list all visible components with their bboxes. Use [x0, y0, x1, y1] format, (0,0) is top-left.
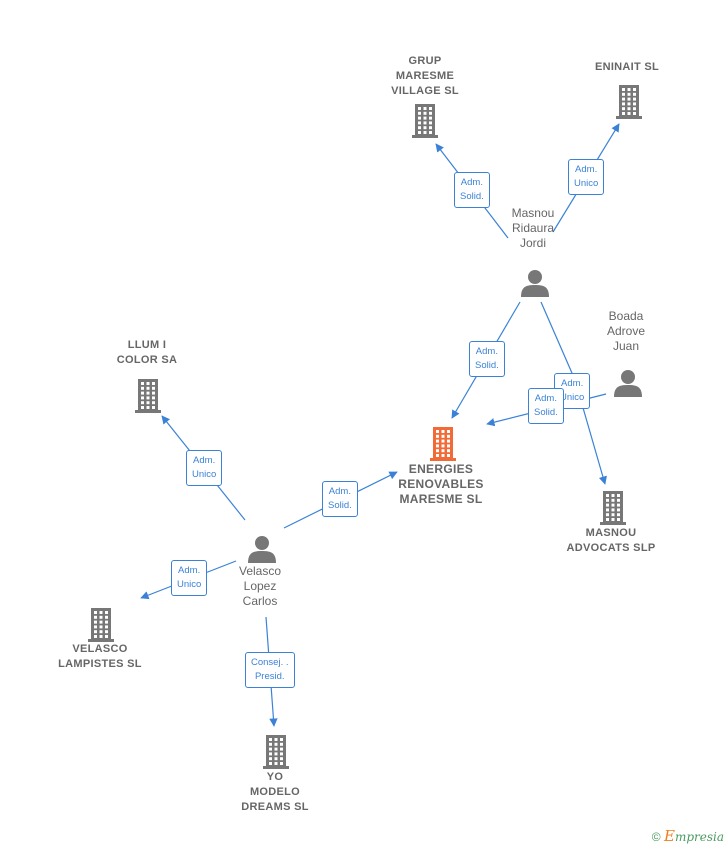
building-icon[interactable] [412, 104, 438, 138]
brand-initial: E [663, 827, 675, 845]
edge-label-boada-to-energies[interactable]: Adm. Solid. [528, 388, 564, 424]
edge-label-velasco_carlos-to-energies[interactable]: Adm. Solid. [322, 481, 358, 517]
node-label-energies[interactable]: ENERGIES RENOVABLES MARESME SL [398, 462, 484, 506]
edge-label-velasco_carlos-to-llum[interactable]: Adm. Unico [186, 450, 223, 486]
building-icon[interactable] [135, 379, 161, 413]
main-company-building-icon[interactable] [430, 427, 456, 461]
copyright-symbol: © [651, 830, 661, 844]
node-label-yo-modelo[interactable]: YO MODELO DREAMS SL [241, 771, 309, 813]
edge-label-masnou_jordi-to-eninait[interactable]: Adm. Unico [568, 159, 605, 195]
building-icon[interactable] [263, 735, 289, 769]
person-icon[interactable] [614, 370, 642, 397]
edge-label-masnou_jordi-to-energies[interactable]: Adm. Solid. [469, 341, 505, 377]
building-icon[interactable] [616, 85, 642, 119]
person-icon[interactable] [248, 536, 276, 563]
brand-watermark[interactable]: © Empresia [652, 827, 724, 845]
node-label-boada[interactable]: Boada Adrove Juan [606, 309, 646, 353]
node-label-velasco-lampistes[interactable]: VELASCO LAMPISTES SL [58, 643, 142, 670]
building-icon[interactable] [88, 608, 114, 642]
edge-label-velasco_carlos-to-velasco_lampistes[interactable]: Adm. Unico [171, 560, 208, 596]
edge-label-masnou_jordi-to-grup[interactable]: Adm. Solid. [454, 172, 490, 208]
node-label-velasco-carlos[interactable]: Velasco Lopez Carlos [238, 564, 282, 608]
node-label-masnou-advocats[interactable]: MASNOU ADVOCATS SLP [566, 527, 656, 554]
brand-name: mpresia [674, 830, 724, 844]
building-icon[interactable] [600, 491, 626, 525]
node-label-masnou-jordi[interactable]: Masnou Ridaura Jordi [511, 206, 555, 250]
edge-label-velasco_carlos-to-yo_modelo[interactable]: Consej. . Presid. [245, 652, 295, 688]
node-label-eninait[interactable]: ENINAIT SL [594, 61, 660, 73]
icon-layer [88, 85, 642, 769]
node-label-grup[interactable]: GRUP MARESME VILLAGE SL [391, 55, 459, 97]
node-label-llum[interactable]: LLUM I COLOR SA [116, 339, 178, 366]
person-icon[interactable] [521, 270, 549, 297]
